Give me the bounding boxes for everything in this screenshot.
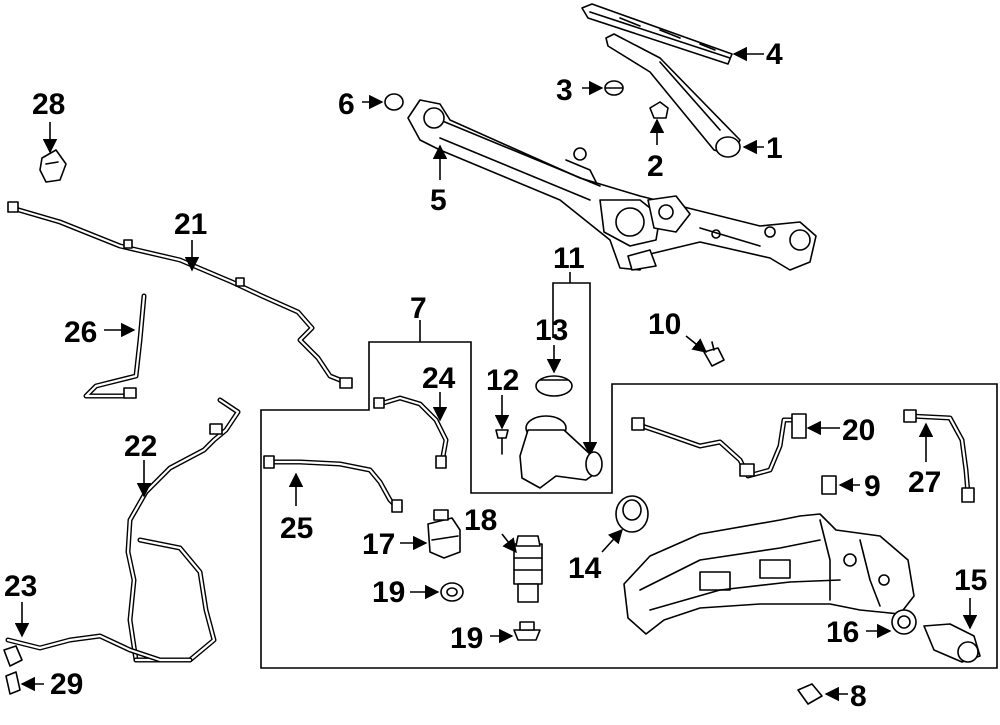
- callout-labels: 1 2 3 4 5 6 7 8 9 10 11 12 13 14 15 16 1…: [4, 38, 987, 713]
- washer-reservoir-part: [623, 513, 915, 635]
- callout-18: 18: [464, 504, 497, 537]
- callout-7: 7: [410, 292, 427, 325]
- callout-3: 3: [556, 74, 573, 107]
- callout-19b: 19: [450, 622, 483, 655]
- callout-29: 29: [50, 668, 83, 701]
- plug-9: [821, 475, 837, 495]
- hose-24: [373, 395, 449, 469]
- callout-6: 6: [338, 88, 355, 121]
- grommet-19b: [513, 621, 541, 641]
- wiper-blade-part: [581, 3, 733, 65]
- callout-15: 15: [954, 564, 987, 597]
- screw-12: [495, 429, 509, 455]
- group-frame-7: [260, 341, 998, 669]
- grommet-16: [891, 609, 917, 635]
- callout-20: 20: [842, 414, 875, 447]
- bracket-11: [552, 282, 591, 452]
- nut-2: [649, 101, 669, 119]
- callout-9: 9: [864, 470, 881, 503]
- seal-14: [615, 495, 649, 533]
- callout-13: 13: [535, 314, 568, 347]
- callout-11: 11: [553, 242, 585, 275]
- wiper-linkage-part: [407, 99, 817, 271]
- callout-12: 12: [486, 364, 519, 397]
- callout-14: 14: [568, 552, 602, 585]
- callout-19a: 19: [372, 576, 405, 609]
- leaders: [14, 46, 978, 702]
- callout-16: 16: [826, 616, 859, 649]
- grommet-19a: [440, 582, 464, 602]
- callout-5: 5: [430, 184, 447, 217]
- washer-pump-18: [513, 535, 543, 603]
- washer-pump-17: [427, 509, 461, 559]
- callout-24: 24: [422, 362, 456, 395]
- callout-23: 23: [4, 570, 37, 603]
- cap-6: [384, 93, 404, 111]
- cap-13: [535, 375, 573, 397]
- callout-28: 28: [32, 88, 65, 121]
- wiper-arm-part: [605, 33, 741, 158]
- callout-17: 17: [362, 528, 395, 561]
- callout-25: 25: [280, 512, 313, 545]
- level-sensor-15: [923, 623, 981, 663]
- harness-27: [903, 409, 975, 503]
- hose-23: [3, 633, 193, 667]
- callout-22: 22: [124, 430, 157, 463]
- cap-3: [604, 80, 624, 96]
- filler-neck-part: [519, 415, 603, 489]
- callout-1: 1: [766, 132, 783, 165]
- callout-27: 27: [908, 466, 941, 499]
- callout-21: 21: [174, 208, 207, 241]
- hose-25: [263, 455, 403, 513]
- callout-10: 10: [648, 308, 681, 341]
- callout-2: 2: [647, 150, 664, 183]
- harness-20: [631, 413, 807, 479]
- callout-8: 8: [850, 680, 867, 713]
- callout-4: 4: [766, 38, 783, 71]
- clip-28: [39, 149, 67, 183]
- cap-8: [797, 683, 823, 705]
- hose-26: [83, 293, 147, 399]
- nozzle-29: [5, 671, 21, 695]
- callout-26: 26: [64, 316, 97, 349]
- washer-hose-21: [7, 201, 353, 389]
- clip-10: [703, 341, 725, 367]
